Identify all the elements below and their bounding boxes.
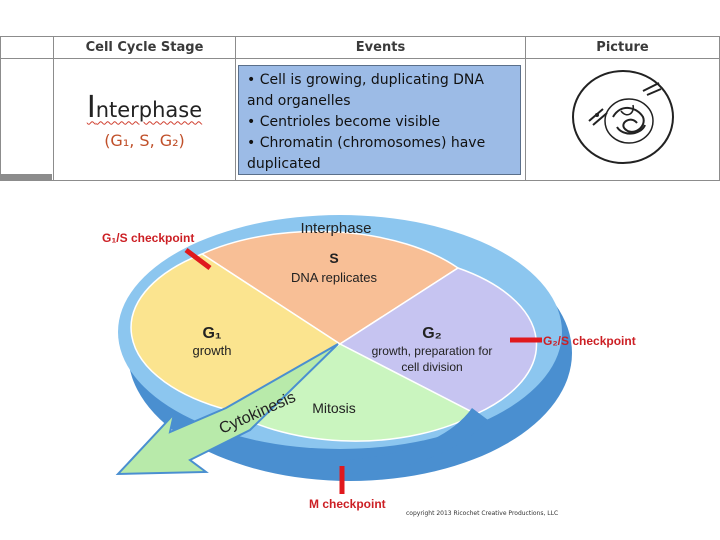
picture-cell	[525, 58, 720, 181]
events-line: duplicated	[247, 155, 321, 172]
events-line: • Chromatin (chromosomes) have	[247, 134, 486, 151]
cell-cycle-diagram: Interphase S DNA replicates G₁ growth G₂…	[102, 215, 636, 511]
stage-name: Interphase	[54, 90, 235, 125]
g2s-checkpoint-label: G₂/S checkpoint	[543, 334, 636, 348]
g1-phase-name: G₁	[202, 325, 221, 342]
events-text-box: • Cell is growing, duplicating DNA and o…	[238, 64, 521, 175]
g1-phase-desc: growth	[192, 343, 231, 358]
interphase-label: Interphase	[301, 220, 372, 237]
events-cell: • Cell is growing, duplicating DNA and o…	[235, 58, 526, 181]
events-line: • Centrioles become visible	[247, 113, 441, 130]
stage-cell: Interphase (G₁, S, G₂)	[53, 58, 236, 181]
index-cell	[0, 58, 54, 181]
ring-arrow-tip	[344, 408, 488, 474]
events-line: • Cell is growing, duplicating DNA	[247, 71, 484, 88]
g2-phase-desc-line1: growth, preparation for	[372, 344, 493, 358]
mitosis-label: Mitosis	[312, 400, 356, 416]
header-events: Events	[235, 36, 526, 59]
g1-phase-sector	[130, 253, 342, 411]
gray-divider-block	[0, 174, 52, 180]
g1s-checkpoint-bar	[184, 248, 212, 270]
s-phase-name: S	[329, 250, 338, 266]
stage-rest: nterphase	[95, 97, 203, 122]
copyright-notice: copyright 2013 Ricochet Creative Product…	[406, 510, 559, 517]
header-stage: Cell Cycle Stage	[53, 36, 236, 59]
header-index	[0, 36, 54, 59]
s-phase-desc: DNA replicates	[291, 270, 377, 285]
table-row: Interphase (G₁, S, G₂) • Cell is growing…	[0, 58, 720, 181]
stage-phases: (G₁, S, G₂)	[104, 130, 185, 150]
g1s-checkpoint-label: G₁/S checkpoint	[102, 231, 194, 245]
g2-phase-desc-line2: cell division	[401, 360, 462, 374]
g2-phase-name: G₂	[422, 325, 442, 342]
cytokinesis-arrow	[115, 343, 339, 476]
s-phase-sector	[200, 230, 460, 345]
stage-initial: I	[86, 89, 96, 125]
table-header-row: Cell Cycle Stage Events Picture	[0, 36, 720, 59]
events-line: and organelles	[247, 92, 351, 109]
header-picture: Picture	[525, 36, 720, 59]
interphase-cell-image	[571, 70, 674, 164]
cell-cycle-table: Cell Cycle Stage Events Picture Interpha…	[0, 36, 720, 181]
m-checkpoint-label: M checkpoint	[309, 497, 386, 511]
